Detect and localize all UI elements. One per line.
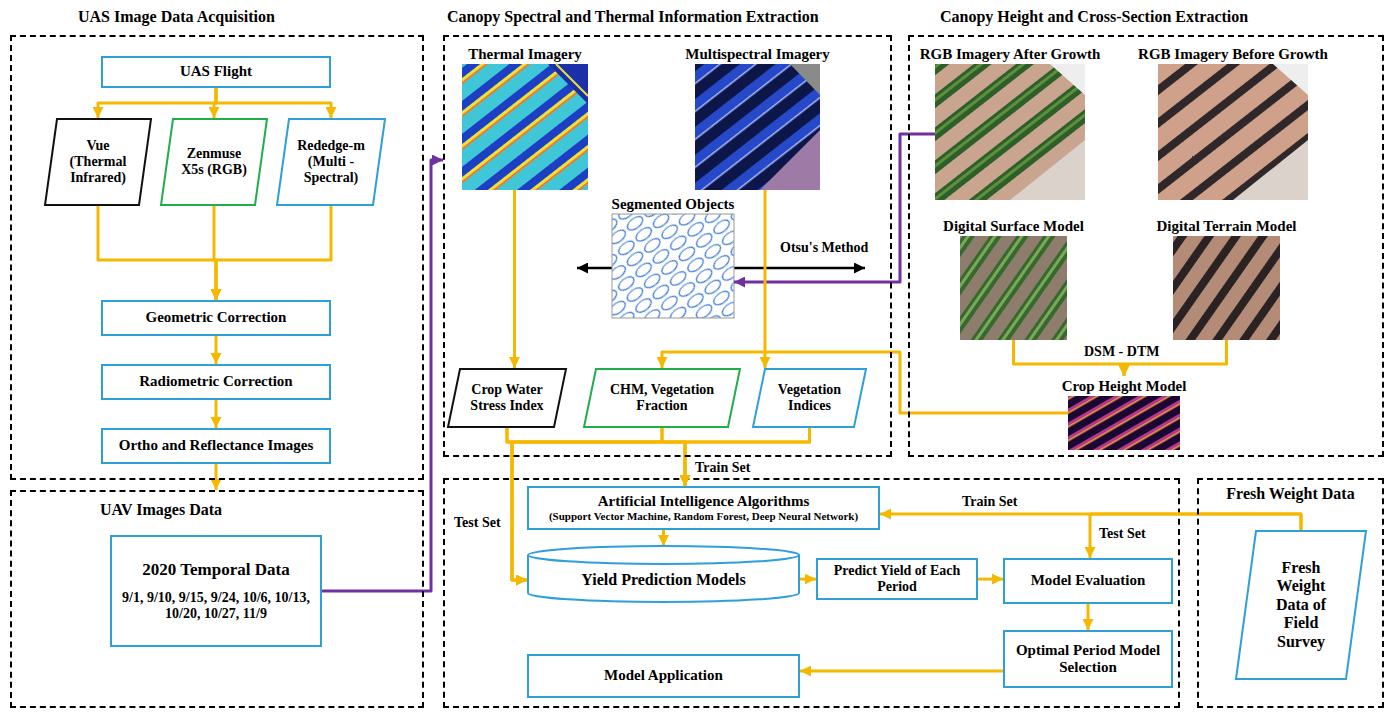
data-parallelogram: Rededge-m (Multi -Spectral)	[276, 118, 386, 206]
process-box: Optimal Period Model Selection	[1003, 630, 1173, 688]
dashed-region: UAV Images Data2020 Temporal Data9/1, 9/…	[10, 490, 424, 708]
flow-arrow	[216, 88, 331, 118]
process-box: UAS Flight	[101, 56, 331, 88]
flow-arrow	[98, 88, 216, 118]
flow-arrow	[322, 160, 443, 591]
section-heading: Canopy Height and Cross-Section Extracti…	[940, 7, 1392, 27]
segmented-image	[612, 214, 734, 318]
node-label: Model Application	[604, 667, 723, 684]
process-box: Model Evaluation	[1003, 558, 1173, 604]
section-heading: UAV Images Data	[100, 500, 510, 520]
node-label: Crop Water Stress Index	[463, 382, 551, 414]
node-label: Rededge-m (Multi -Spectral)	[294, 138, 368, 186]
flow-arrow	[685, 428, 810, 486]
node-label: Zenmuse X5s (RGB)	[178, 146, 250, 178]
dashed-region: Canopy Height and Cross-Section Extracti…	[908, 35, 1384, 457]
node-label: Yield Prediction Models	[581, 571, 745, 589]
dtm-image	[1173, 236, 1280, 340]
image-title: Digital Surface Model	[943, 216, 1084, 236]
flow-arrow	[662, 428, 685, 486]
node-label: UAS Flight	[180, 63, 252, 80]
image-title: Segmented Objects	[612, 194, 735, 214]
flow-arrow	[98, 206, 216, 300]
process-box: Radiometric Correction	[101, 364, 331, 400]
image-title: RGB Imagery After Growth	[920, 44, 1101, 64]
node-label: 2020 Temporal Data	[142, 560, 289, 580]
process-box: Model Application	[527, 654, 800, 698]
flow-arrow	[216, 206, 331, 300]
flow-arrow	[800, 670, 1003, 673]
node-label: Geometric Correction	[146, 309, 287, 326]
image-panel: Segmented Objects	[612, 194, 734, 318]
node-label: Vue (Thermal Infrared)	[62, 138, 134, 186]
edge-note: Test Set	[452, 515, 503, 531]
flow-arrow	[507, 428, 527, 580]
image-title: RGB Imagery Before Growth	[1138, 44, 1328, 64]
dsm-image	[960, 236, 1067, 340]
node-label: Fresh Weight Data of Field Survey	[1265, 559, 1337, 651]
thermal-image	[462, 64, 588, 190]
data-parallelogram: Zenmuse X5s (RGB)	[160, 118, 268, 206]
rgb-after-image	[935, 64, 1085, 200]
node-sublabel: (Support Vector Machine, Random Forest, …	[549, 510, 858, 523]
image-panel: RGB Imagery After Growth	[935, 44, 1085, 200]
process-box: Artificial Intelligence Algorithms(Suppo…	[527, 486, 880, 530]
node-label: CHM, Vegetation Fraction	[599, 382, 725, 414]
flow-arrow	[215, 464, 218, 490]
flow-arrow	[513, 190, 516, 368]
edge-note: Train Set	[693, 460, 752, 476]
image-title: Digital Terrain Model	[1157, 216, 1297, 236]
process-box: Ortho and Reflectance Images	[101, 428, 331, 464]
flow-arrow	[764, 190, 767, 368]
image-title: Crop Height Model	[1062, 376, 1187, 396]
flow-arrow	[507, 428, 685, 486]
image-panel: Digital Terrain Model	[1173, 216, 1280, 340]
process-box: 2020 Temporal Data 9/1, 9/10, 9/15, 9/24,…	[110, 535, 322, 647]
data-parallelogram: Vue (Thermal Infrared)	[44, 118, 152, 206]
image-panel: Thermal Imagery	[462, 44, 588, 190]
dashed-region: UAS Image Data AcquisitionUAS FlightVue …	[10, 35, 424, 480]
model-cylinder: Yield Prediction Models	[527, 546, 800, 602]
flow-arrow	[800, 578, 816, 581]
edge-note: Otsu's Method	[778, 240, 870, 256]
node-label: Ortho and Reflectance Images	[119, 437, 314, 454]
image-title: Multispectral Imagery	[685, 44, 830, 64]
flow-arrow	[1087, 604, 1090, 630]
data-parallelogram: Crop Water Stress Index	[447, 368, 567, 428]
flow-arrow	[978, 578, 1003, 581]
data-parallelogram: CHM, Vegetation Fraction	[583, 368, 741, 428]
flow-arrow	[215, 400, 218, 428]
node-sublabel: 9/1, 9/10, 9/15, 9/24, 10/6, 10/13, 10/2…	[118, 590, 314, 622]
chm-image	[1068, 396, 1180, 450]
image-title: Thermal Imagery	[468, 44, 582, 64]
edge-note: Train Set	[960, 494, 1019, 510]
image-panel: RGB Imagery Before Growth	[1158, 44, 1308, 200]
flow-arrow	[662, 530, 665, 546]
section-heading: Canopy Spectral and Thermal Information …	[447, 7, 892, 27]
image-panel: Digital Surface Model	[960, 216, 1067, 340]
process-box: Geometric Correction	[101, 300, 331, 336]
multispectral-image	[695, 64, 820, 190]
image-panel: Crop Height Model	[1068, 376, 1180, 450]
node-label: Optimal Period Model Selection	[1011, 642, 1165, 677]
edge-note: DSM - DTM	[1082, 344, 1161, 360]
image-panel: Multispectral Imagery	[695, 44, 820, 190]
node-label: Radiometric Correction	[139, 373, 292, 390]
process-box: Predict Yield of Each Period	[816, 558, 978, 600]
node-label: Model Evaluation	[1031, 572, 1146, 589]
flow-arrow	[215, 336, 218, 364]
node-label: Vegetation Indices	[768, 382, 851, 414]
edge-note: Test Set	[1097, 526, 1148, 542]
section-heading: UAS Image Data Acquisition	[78, 7, 488, 27]
data-parallelogram: Fresh Weight Data of Field Survey	[1235, 530, 1367, 680]
data-parallelogram: Vegetation Indices	[752, 368, 867, 428]
dashed-region: Fresh Weight DataFresh Weight Data of Fi…	[1197, 478, 1384, 708]
node-label: Predict Yield of Each Period	[824, 563, 970, 595]
rgb-before-image	[1158, 64, 1308, 200]
node-label: Artificial Intelligence Algorithms	[598, 493, 810, 510]
section-heading: Fresh Weight Data	[1199, 484, 1382, 504]
